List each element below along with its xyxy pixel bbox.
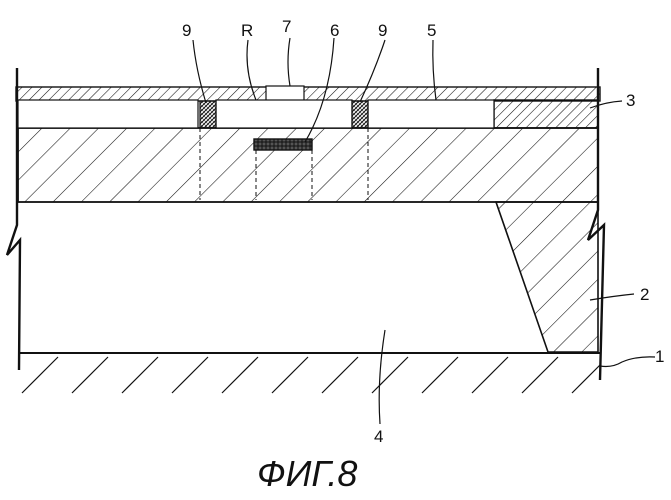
label-R: R (241, 21, 253, 40)
element-6 (254, 139, 312, 150)
channel-left (18, 100, 198, 128)
opening-7 (266, 86, 304, 101)
label-5: 5 (427, 21, 436, 40)
cavity-4 (20, 202, 550, 352)
recess-R (216, 100, 352, 128)
label-4: 4 (374, 427, 383, 446)
label-1: 1 (655, 347, 664, 366)
base-layer-1 (18, 353, 600, 395)
label-6: 6 (330, 21, 339, 40)
channel-5 (368, 100, 494, 128)
label-9-right: 9 (378, 21, 387, 40)
left-break-line (7, 68, 20, 370)
spacer-9-left (200, 101, 216, 128)
label-3: 3 (626, 91, 635, 110)
label-7: 7 (282, 17, 291, 36)
label-2: 2 (640, 285, 649, 304)
spacer-9-right (352, 101, 368, 128)
figure-caption: ФИГ.8 (257, 453, 357, 494)
label-9-left: 9 (182, 21, 191, 40)
